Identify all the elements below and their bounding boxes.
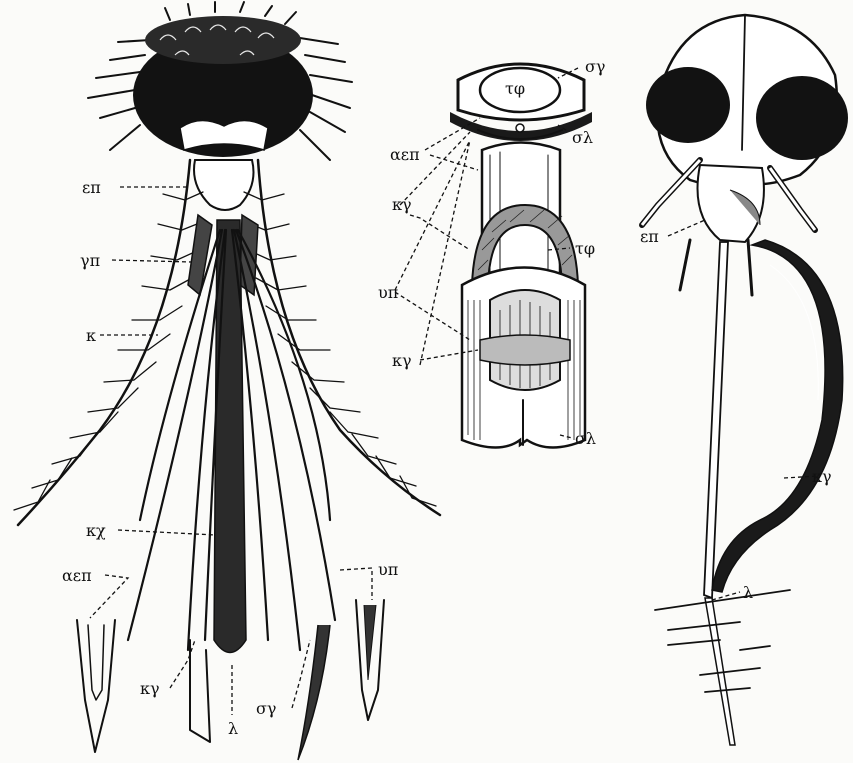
label-aep-left: αεπ — [62, 566, 92, 585]
label-sy-left: σγ — [256, 699, 276, 718]
label-kx: κχ — [86, 521, 106, 540]
left-figure — [14, 2, 440, 760]
label-ky-right: κγ — [812, 467, 832, 486]
label-ky-lower: κγ — [392, 351, 412, 370]
label-aep-mid: αεπ — [390, 145, 420, 164]
label-sy-mid: σγ — [585, 57, 605, 76]
label-ky-left: κγ — [140, 679, 160, 698]
label-yp-mid: υπ — [378, 283, 398, 302]
label-sl-bottom: σλ — [575, 429, 596, 448]
label-l-right: λ — [743, 583, 753, 602]
label-yp-left: υπ — [378, 560, 398, 579]
proboscis — [704, 242, 728, 598]
labium-right — [712, 240, 843, 592]
label-tf-mid: τφ — [575, 239, 595, 258]
label-tf-top: τφ — [505, 79, 525, 98]
compound-eye-left — [646, 67, 730, 143]
label-k: κ — [86, 326, 96, 345]
right-figure — [642, 15, 848, 745]
label-sl-top: σλ — [572, 128, 593, 147]
label-ep-left: επ — [82, 178, 101, 197]
label-ky-upper: κγ — [392, 195, 412, 214]
middle-figure — [450, 64, 592, 448]
label-ep-right: επ — [640, 227, 659, 246]
label-l-left: λ — [228, 719, 238, 738]
label-gp: γπ — [80, 251, 100, 270]
compound-eye-right — [756, 76, 848, 160]
